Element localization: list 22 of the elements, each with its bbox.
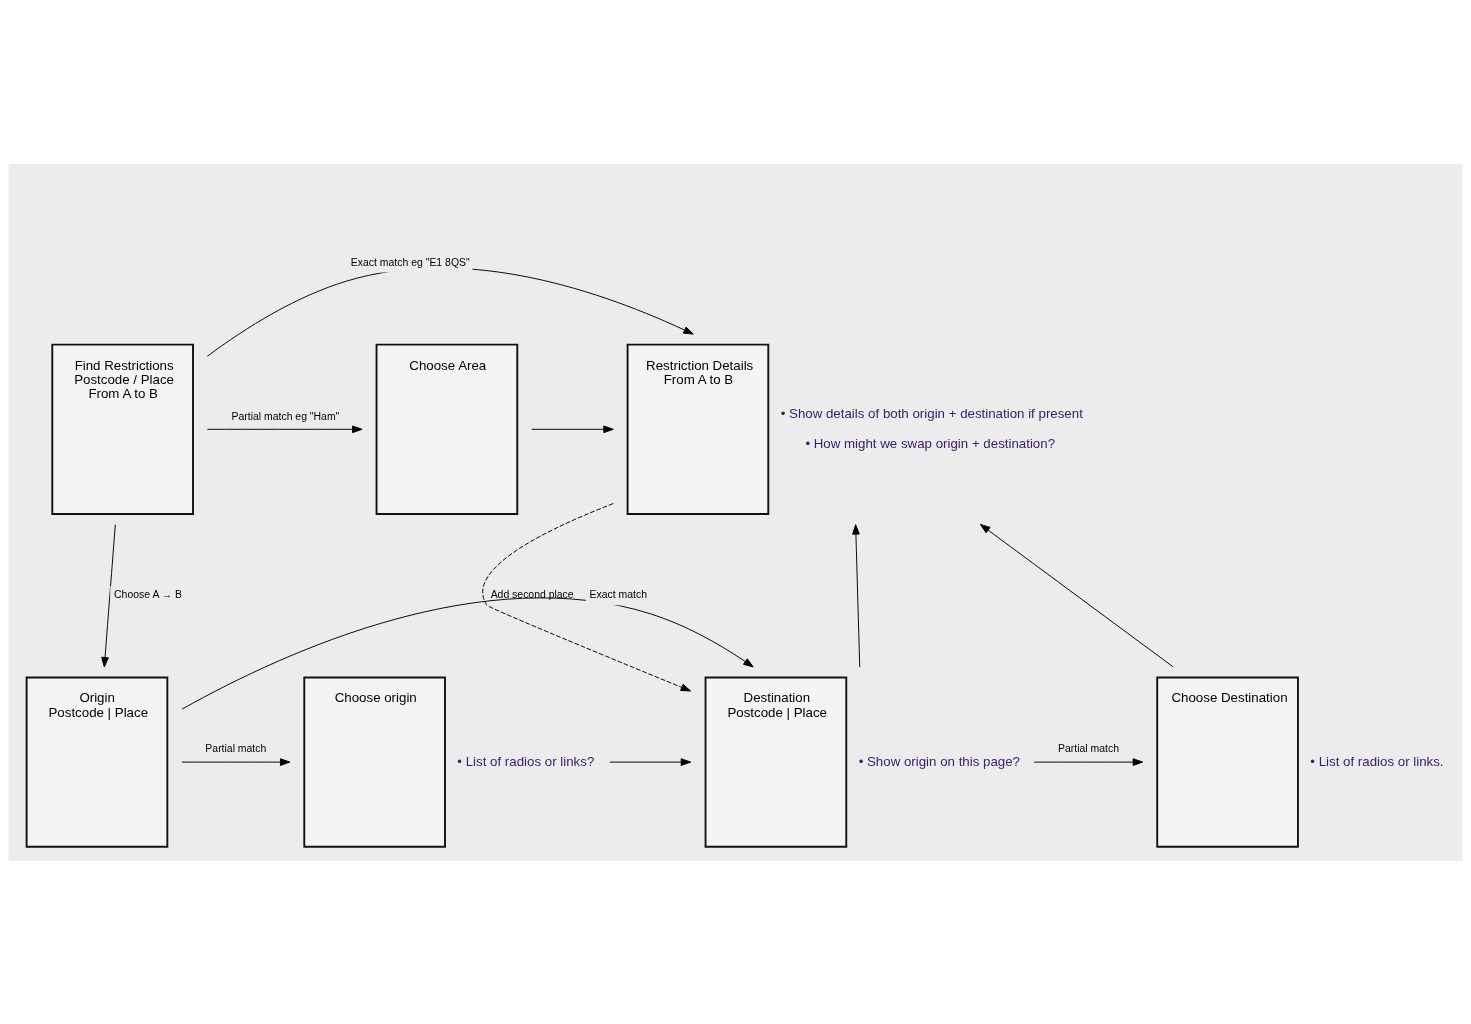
edge-label: Choose A → B [114, 588, 182, 600]
edge-label: Partial match [1058, 742, 1120, 754]
arrow [482, 502, 692, 691]
edge-label: Add second place [490, 588, 574, 600]
arrow [181, 597, 754, 710]
node-label: • Show origin on this page? [858, 753, 1021, 769]
node-label: • Show details of both origin + destination if present [780, 405, 1083, 421]
edge-label: Partial match [205, 742, 267, 754]
arrow [852, 523, 861, 667]
arrow [1033, 757, 1144, 766]
arrow [531, 425, 614, 433]
arrow [609, 757, 692, 766]
node-label: • List of radios or links. [1310, 753, 1444, 769]
node-label: • List of radios or links? [457, 753, 595, 769]
arrow [979, 523, 1174, 667]
node-label: • How might we swap origin + destination? [805, 435, 1056, 451]
edge-label: Partial match eg "Ham" [231, 410, 340, 422]
arrow [101, 523, 116, 667]
edge-label: Exact match [589, 588, 647, 600]
edge-label: Exact match eg "E1 8QS" [350, 256, 470, 268]
arrow [206, 425, 363, 433]
arrow [181, 757, 291, 766]
